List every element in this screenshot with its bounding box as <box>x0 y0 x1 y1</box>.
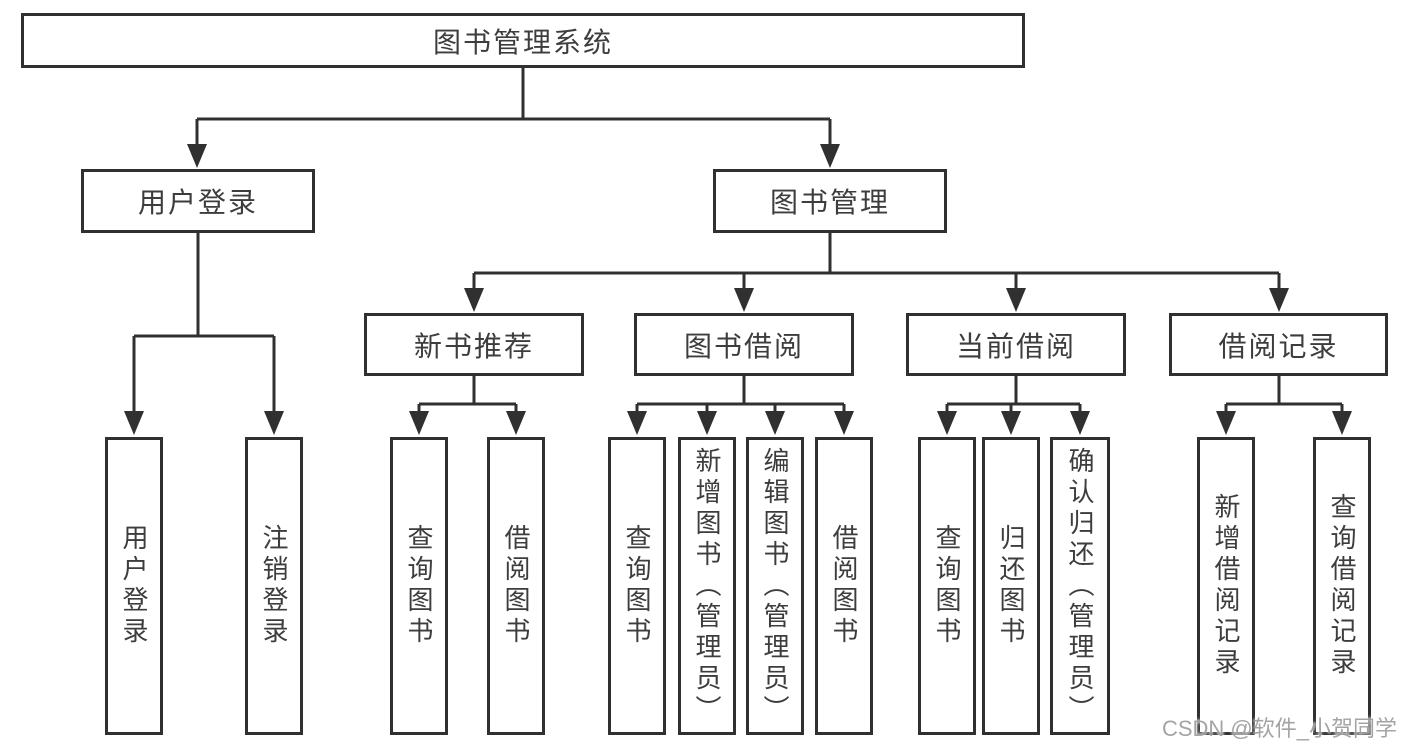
leaf-label: 归还图书 <box>996 524 1026 648</box>
node-user-login: 用户登录 <box>81 169 315 233</box>
leaf-label: 查询图书 <box>622 524 652 648</box>
leaf-label: 借阅图书 <box>829 524 859 648</box>
leaf-label: 查询图书 <box>932 524 962 648</box>
leaf-user-login: 用户登录 <box>105 437 163 735</box>
connector-borrow-record-children <box>1216 376 1352 435</box>
leaf-add-borrow-record: 新增借阅记录 <box>1197 437 1255 735</box>
leaf-label: 编辑图书（管理员） <box>760 446 790 726</box>
leaf-query-borrow-record: 查询借阅记录 <box>1313 437 1371 735</box>
node-book-borrowing: 图书借阅 <box>634 313 854 376</box>
leaf-query-books-2: 查询图书 <box>608 437 666 735</box>
node-library-management-system: 图书管理系统 <box>21 13 1025 68</box>
node-label: 借阅记录 <box>1218 330 1339 362</box>
connector-current-borrow-children <box>937 376 1090 435</box>
node-current-borrowing: 当前借阅 <box>906 313 1126 376</box>
leaf-label: 查询借阅记录 <box>1327 493 1357 679</box>
connector-user-login-children <box>124 233 284 435</box>
node-label: 当前借阅 <box>955 330 1076 362</box>
connector-book-management-children <box>464 233 1289 312</box>
connector-book-borrow-children <box>627 376 854 435</box>
leaf-confirm-return-admin: 确认归还（管理员） <box>1050 437 1110 735</box>
leaf-label: 注销登录 <box>259 524 289 648</box>
leaf-label: 用户登录 <box>119 524 149 648</box>
leaf-logout: 注销登录 <box>245 437 303 735</box>
node-label: 图书管理 <box>769 187 890 218</box>
node-label: 用户登录 <box>137 187 258 218</box>
leaf-query-books-3: 查询图书 <box>918 437 976 735</box>
node-label: 图书管理系统 <box>432 26 613 58</box>
leaf-borrow-books-1: 借阅图书 <box>487 437 545 735</box>
leaf-label: 借阅图书 <box>501 524 531 648</box>
node-book-management: 图书管理 <box>713 169 947 233</box>
node-borrowing-records: 借阅记录 <box>1169 313 1388 376</box>
leaf-label: 新增借阅记录 <box>1211 493 1241 679</box>
leaf-query-books-1: 查询图书 <box>390 437 448 735</box>
csdn-watermark: CSDN @软件_小贺同学 <box>1161 716 1397 741</box>
connector-root-to-level2 <box>187 68 840 168</box>
leaf-add-books-admin: 新增图书（管理员） <box>678 437 736 735</box>
leaf-label: 新增图书（管理员） <box>692 446 722 726</box>
leaf-label: 查询图书 <box>404 524 434 648</box>
leaf-edit-books-admin: 编辑图书（管理员） <box>746 437 804 735</box>
node-label: 图书借阅 <box>683 330 804 362</box>
leaf-borrow-books-2: 借阅图书 <box>815 437 873 735</box>
node-new-book-recommendation: 新书推荐 <box>364 313 584 376</box>
leaf-label: 确认归还（管理员） <box>1065 446 1095 726</box>
leaf-return-books: 归还图书 <box>982 437 1040 735</box>
connector-new-book-rec-children <box>409 376 526 435</box>
node-label: 新书推荐 <box>413 330 534 362</box>
